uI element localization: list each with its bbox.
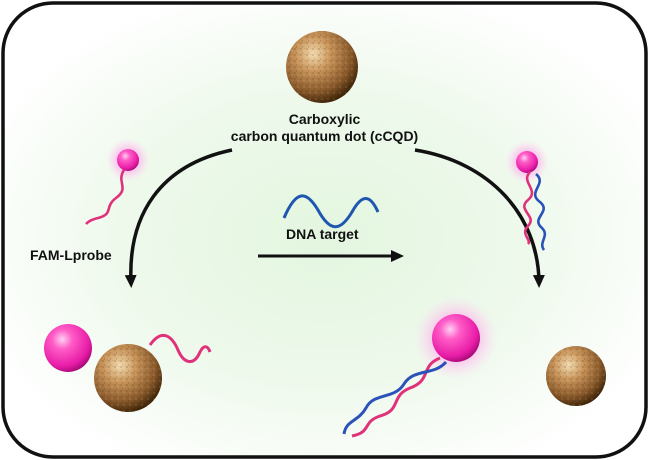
cqd-title: Carboxylic carbon quantum dot (cCQD) [220,111,429,145]
arrow-left-curve [124,148,233,288]
dna-target-label: DNA target [286,226,359,242]
fam-dsdna-free-icon [505,140,549,251]
dna-target-wave-icon [282,194,380,229]
cqd-title-line2: carbon quantum dot (cCQD) [230,128,419,144]
fam-lprobe-free-icon [85,138,150,225]
cqd-particle-free-icon [546,346,606,406]
cqd-particle-top-icon [286,31,358,103]
arrow-right-curve [414,148,545,288]
cqd-fam-complex-icon [44,324,212,412]
cqd-title-line1: Carboxylic [288,111,361,127]
probe-label: FAM-Lprobe [30,247,112,263]
fam-dsdna-released-icon [342,296,498,438]
